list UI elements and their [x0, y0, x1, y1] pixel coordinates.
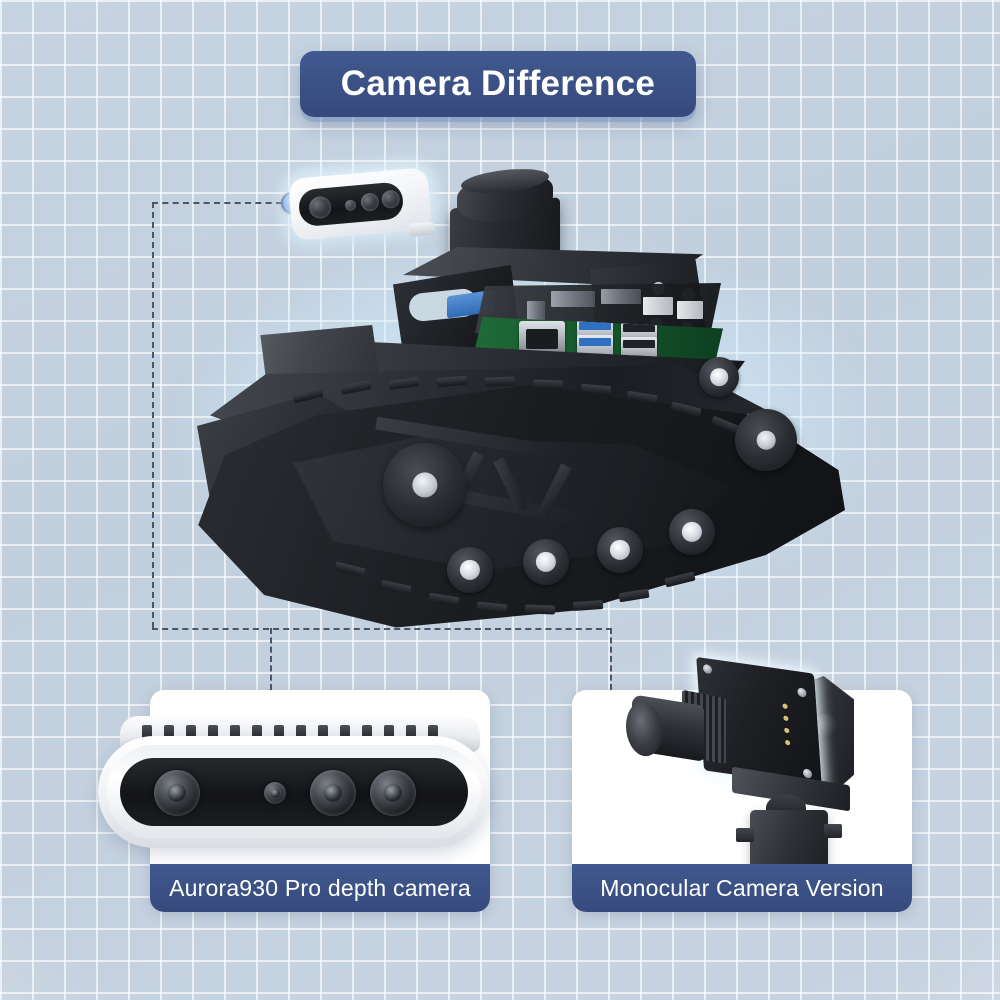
road-wheel-2	[523, 539, 569, 585]
monocular-camera-caption-bar: Monocular Camera Version	[572, 864, 912, 912]
depth-camera-caption-text: Aurora930 Pro depth camera	[169, 874, 471, 901]
road-wheel-1	[447, 547, 493, 593]
monocular-camera-caption-text: Monocular Camera Version	[600, 874, 884, 901]
connector-line-right-card-drop	[610, 628, 612, 690]
depth-camera-face	[120, 758, 468, 826]
connector-line-top-horizontal	[152, 202, 282, 204]
page-title-banner: Camera Difference	[300, 51, 696, 117]
connector-line-bottom-horizontal	[152, 628, 612, 630]
mini-camera-lens-1	[308, 195, 333, 220]
servo-tab-left	[736, 828, 754, 842]
aurora930-pro-depth-camera-image	[98, 716, 490, 848]
heatsink-2	[601, 289, 641, 304]
heatsink-1	[551, 291, 595, 307]
depth-camera-card-image-area	[98, 690, 490, 865]
pcb-pad	[784, 727, 790, 734]
monocular-camera-module-image	[624, 656, 874, 892]
servo-tab-right	[824, 824, 842, 838]
mini-camera-lens-3	[380, 189, 401, 210]
mini-camera-sensor	[344, 199, 357, 212]
connector-block	[643, 297, 673, 315]
connector-block-2	[677, 301, 703, 319]
drive-sprocket	[383, 443, 467, 527]
ethernet-port	[519, 321, 565, 355]
connector-line-left-vertical	[152, 202, 154, 628]
track-cleat-lower	[572, 599, 604, 612]
mini-camera-mount-tab	[407, 221, 435, 237]
road-wheel-3	[597, 527, 643, 573]
road-wheel-4	[669, 509, 715, 555]
depth-camera-caption-bar: Aurora930 Pro depth camera	[150, 864, 490, 912]
depth-camera-card[interactable]: Aurora930 Pro depth camera	[98, 690, 490, 912]
pcb-pad	[782, 703, 788, 710]
capacitor-bank	[527, 301, 545, 321]
tracked-robot-illustration	[175, 165, 885, 635]
pcb-pad	[784, 739, 791, 746]
robot-depth-camera	[287, 167, 435, 241]
track-cleat	[532, 379, 564, 390]
track-cleat-lower	[524, 604, 556, 615]
depth-camera-lens-3	[370, 770, 416, 816]
pcb-pad	[783, 715, 789, 722]
track-cleat	[484, 376, 516, 387]
depth-camera-ir-sensor	[264, 782, 286, 804]
connector-line-left-card-drop	[270, 628, 272, 690]
pcb-screw-2	[797, 687, 807, 698]
road-wheel-top	[699, 357, 739, 397]
page-title: Camera Difference	[340, 64, 656, 103]
monocular-camera-card[interactable]: Monocular Camera Version	[572, 656, 912, 912]
mini-camera-lens-2	[360, 192, 380, 212]
monocular-camera-card-image-area	[572, 656, 912, 892]
pcb-screw-1	[702, 663, 713, 675]
depth-camera-shell	[98, 736, 490, 848]
depth-camera-lens-1	[154, 770, 200, 816]
depth-camera-lens-2	[310, 770, 356, 816]
idler-wheel-rear	[735, 409, 797, 471]
